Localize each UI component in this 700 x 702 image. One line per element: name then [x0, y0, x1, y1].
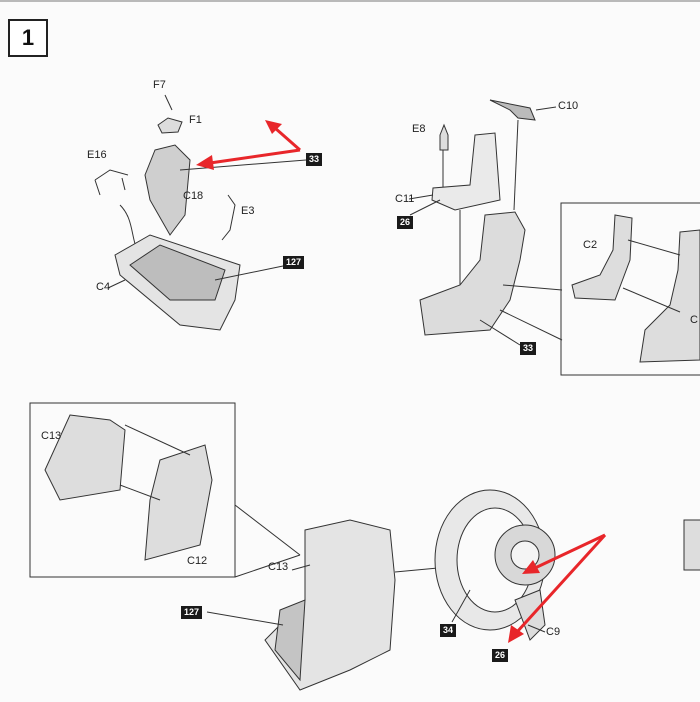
badge-127-bottom: 127 [181, 606, 203, 619]
label-c11: C11 [395, 193, 415, 205]
badge-34: 34 [440, 624, 457, 637]
step-number: 1 [8, 19, 48, 57]
intake-fan-part [434, 489, 556, 641]
ejection-seat-part [408, 99, 563, 346]
label-e16: E16 [87, 149, 107, 161]
seat-detail-inset [560, 202, 700, 376]
console-part-c13 [206, 519, 439, 691]
red-arrows [196, 120, 607, 643]
badge-26-bottom: 26 [492, 649, 509, 662]
badge-33-seat: 33 [520, 342, 537, 355]
tub-part-c4 [107, 159, 307, 331]
label-c9: C9 [546, 626, 561, 638]
label-e3: E3 [241, 205, 255, 217]
badge-127-top: 127 [283, 256, 305, 269]
label-c13-main: C13 [268, 561, 289, 573]
label-c13-inset: C13 [41, 430, 62, 442]
label-e8: E8 [412, 123, 426, 135]
label-c18: C18 [183, 190, 204, 202]
badge-33-top: 33 [306, 153, 323, 166]
label-f1: F1 [189, 114, 202, 126]
label-c-cut: C [690, 314, 698, 326]
label-c4: C4 [96, 281, 111, 293]
label-c12: C12 [187, 555, 208, 567]
badge-26-seat: 26 [397, 216, 414, 229]
label-c10: C10 [558, 100, 579, 112]
label-c2: C2 [583, 239, 598, 251]
label-f7: F7 [153, 79, 166, 91]
console-detail-inset [29, 402, 236, 578]
instrument-panel-part [94, 94, 236, 256]
